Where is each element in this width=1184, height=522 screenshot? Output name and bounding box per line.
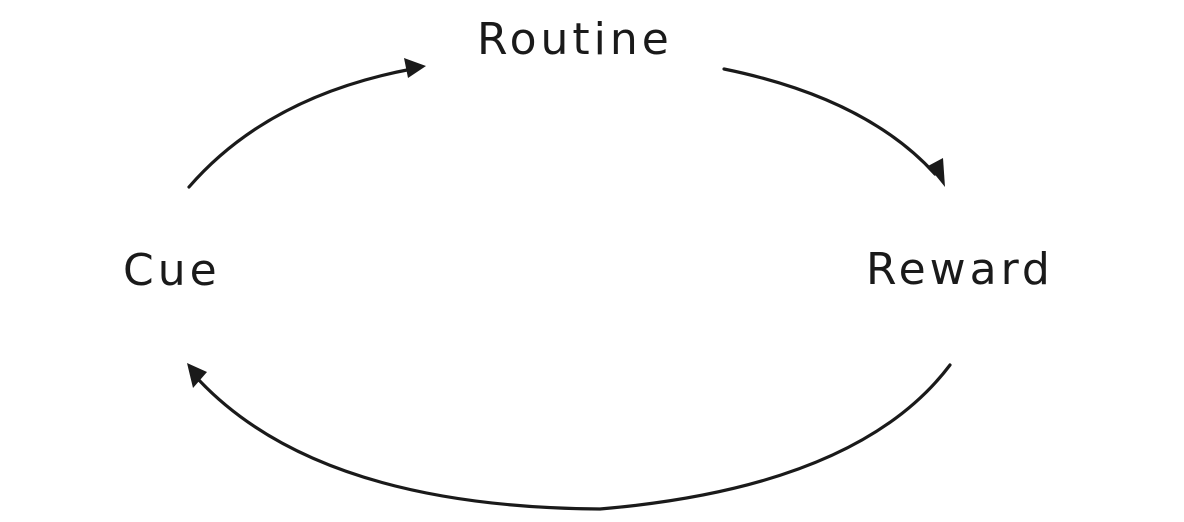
node-cue-label: Cue [123,245,221,296]
arrow-routine-to-reward [722,67,945,187]
arrow-cue-to-routine-head [404,58,426,78]
node-routine-label: Routine [477,14,673,65]
arrow-routine-to-reward-line [722,67,937,176]
arrow-cue-to-routine [187,58,426,189]
arrow-routine-to-reward-head [928,158,945,187]
arrow-cue-to-routine-line [187,67,414,189]
arrow-reward-to-cue-head [187,363,207,388]
arrow-reward-to-cue-line [195,363,952,511]
arrow-reward-to-cue [187,363,952,511]
node-reward-label: Reward [866,244,1054,295]
